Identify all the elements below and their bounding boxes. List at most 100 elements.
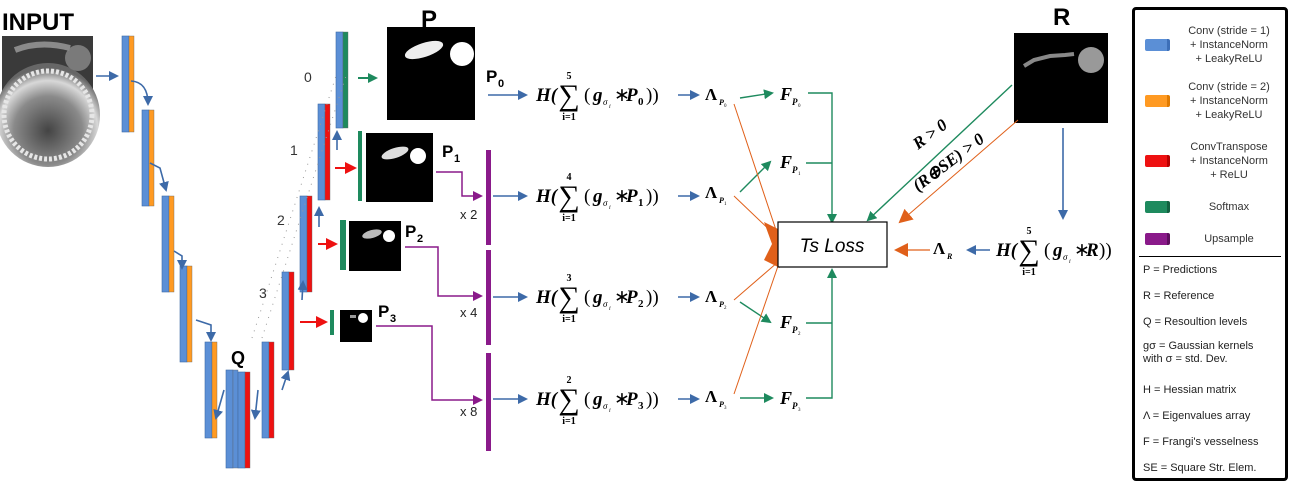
svg-text:1: 1 [638, 197, 644, 209]
svg-text:5: 5 [567, 71, 572, 82]
upsample-factor-8: x 8 [460, 404, 477, 419]
legend-swatch [1145, 95, 1170, 107]
svg-text:)): )) [646, 389, 659, 410]
legend-divider [1139, 256, 1281, 257]
svg-text:1: 1 [454, 153, 460, 165]
upsample-factor-2: x 2 [460, 207, 477, 222]
upsample-bar-p2 [486, 250, 491, 345]
svg-text:Λ: Λ [705, 183, 718, 202]
svg-text:0: 0 [638, 96, 644, 108]
input-image [0, 36, 100, 167]
softmax-bar-p3 [330, 310, 334, 335]
svg-text:2: 2 [798, 332, 801, 337]
legend-swatch [1145, 233, 1170, 245]
svg-text:i: i [609, 104, 611, 110]
input-title: INPUT [2, 9, 74, 36]
svg-text:i: i [1069, 259, 1071, 265]
svg-text:2: 2 [724, 306, 727, 311]
prediction-image-p1 [366, 133, 433, 202]
svg-text:P: P [625, 287, 638, 308]
svg-text:i: i [609, 205, 611, 211]
svg-text:3: 3 [724, 406, 727, 411]
svg-text:)): )) [646, 186, 659, 207]
pred-label-p0: P 0 [486, 67, 504, 90]
svg-text:∗: ∗ [1074, 240, 1090, 261]
svg-text:0: 0 [498, 78, 504, 90]
svg-text:2: 2 [638, 298, 644, 310]
svg-text:i=1: i=1 [562, 416, 575, 427]
svg-text:H(: H( [535, 186, 559, 207]
decoder-block-0 [317, 103, 331, 201]
decoder-block-top [335, 31, 349, 129]
softmax-bar-p1 [358, 131, 362, 201]
svg-text:P: P [625, 85, 638, 106]
svg-text:Λ: Λ [705, 85, 718, 104]
prediction-image-p0 [387, 27, 475, 120]
level-label-1: 1 [290, 142, 298, 158]
legend-definition: R = Reference [1143, 290, 1215, 302]
svg-text:P: P [405, 222, 416, 241]
svg-text:σ: σ [603, 299, 608, 309]
lambda-to-frangi-arrows [739, 84, 1013, 403]
svg-text:H(: H( [535, 287, 559, 308]
svg-text:g: g [1052, 240, 1063, 261]
svg-text:∑: ∑ [1018, 234, 1039, 267]
svg-text:∑: ∑ [558, 180, 579, 213]
prediction-image-p2 [349, 221, 401, 271]
svg-text:R: R [946, 252, 953, 261]
svg-text:)): )) [1099, 240, 1112, 261]
legend-swatch [1145, 201, 1170, 213]
svg-text:i=1: i=1 [562, 314, 575, 325]
svg-text:3: 3 [638, 400, 644, 412]
svg-text:5: 5 [1027, 226, 1032, 237]
svg-text:P: P [792, 325, 798, 335]
svg-text:g: g [592, 287, 603, 308]
svg-text:P: P [625, 186, 638, 207]
legend-label: Conv (stride = 1) + InstanceNorm + Leaky… [1188, 25, 1270, 65]
ts-loss-label: Ts Loss [800, 236, 865, 257]
reference-title: R [1053, 4, 1070, 31]
pred-label-p2: P 2 [405, 222, 423, 245]
svg-text:(: ( [1044, 240, 1050, 261]
decoder-block-2 [281, 271, 295, 371]
svg-text:P: P [719, 300, 724, 309]
legend-definition: gσ = Gaussian kernels with σ = std. Dev. [1143, 340, 1254, 365]
legend-label: Conv (stride = 2) + InstanceNorm + Leaky… [1188, 81, 1270, 121]
reference-image [1014, 33, 1108, 123]
svg-text:(: ( [584, 287, 590, 308]
legend-label: Upsample [1204, 233, 1254, 245]
svg-text:0: 0 [798, 104, 801, 109]
svg-text:∑: ∑ [558, 281, 579, 314]
predictions-title: P [421, 6, 437, 33]
svg-text:i: i [609, 408, 611, 414]
svg-text:P: P [792, 165, 798, 175]
encoder-block-3 [179, 265, 193, 363]
legend-definition: Q = Resoultion levels [1143, 316, 1248, 328]
svg-text:F: F [779, 84, 792, 104]
unet-blocks [121, 31, 349, 469]
svg-text:2: 2 [567, 375, 572, 386]
upsample-paths [376, 171, 483, 405]
decoder-block-3 [261, 341, 275, 439]
svg-text:g: g [592, 389, 603, 410]
svg-text:∑: ∑ [558, 79, 579, 112]
svg-text:Λ: Λ [933, 239, 946, 258]
legend-label: Softmax [1208, 201, 1250, 213]
svg-text:σ: σ [603, 401, 608, 411]
svg-text:∗: ∗ [614, 287, 630, 308]
svg-text:P: P [719, 400, 724, 409]
legend-swatch [1145, 155, 1170, 167]
svg-text:F: F [779, 152, 792, 172]
